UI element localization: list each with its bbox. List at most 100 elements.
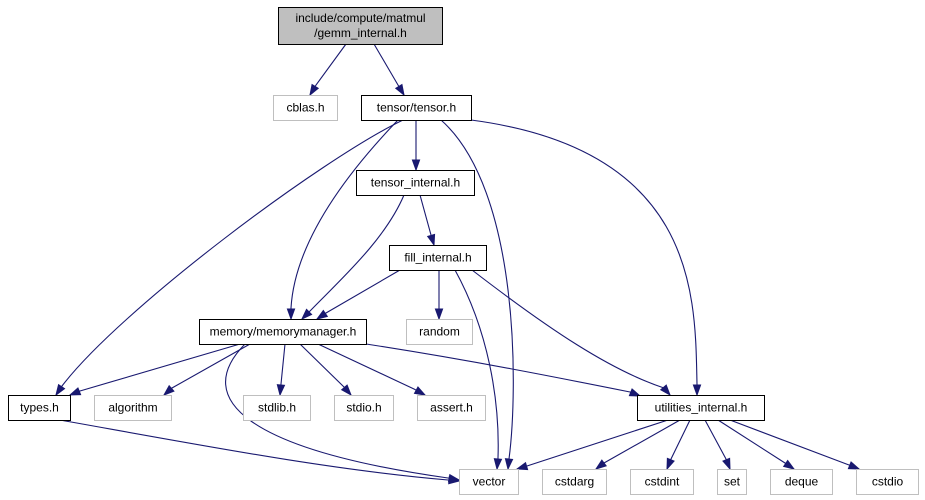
node-cstdio[interactable]: cstdio	[856, 469, 919, 495]
edge-fill_internal-to-memorymanager	[315, 269, 401, 320]
node-box	[356, 170, 475, 196]
node-box	[856, 469, 919, 495]
node-box	[278, 7, 443, 45]
edge-line	[55, 119, 404, 396]
edge-tensor-to-types	[55, 119, 404, 397]
arrowhead	[315, 309, 329, 320]
node-label: vector	[473, 475, 506, 489]
arrowhead	[692, 384, 702, 397]
node-fill-internal[interactable]: fill_internal.h	[389, 245, 487, 271]
edge-gemm-to-cblas	[309, 43, 347, 97]
edge-tensor-to-utilities_internal	[470, 119, 702, 397]
node-label: utilities_internal.h	[655, 401, 748, 415]
node-box	[630, 469, 694, 495]
arrowhead	[68, 387, 82, 396]
arrowhead	[666, 457, 675, 471]
edge-line	[299, 343, 352, 396]
node-label: stdlib.h	[258, 401, 296, 415]
arrowhead	[300, 308, 313, 321]
edge-line	[163, 343, 251, 396]
node-box	[273, 95, 338, 121]
edge-utilities_internal-to-cstdint	[666, 419, 691, 471]
node-box	[361, 95, 472, 121]
edge-line	[470, 119, 698, 395]
node-label: include/compute/matmul	[295, 11, 425, 25]
node-memorymanager[interactable]: memory/memorymanager.h	[199, 319, 367, 345]
edge-line	[225, 343, 460, 481]
node-box	[770, 469, 833, 495]
arrowhead	[722, 457, 731, 471]
node-types[interactable]: types.h	[8, 395, 71, 421]
edge-utilities_internal-to-vector	[515, 419, 669, 471]
node-label: random	[419, 325, 460, 339]
node-cstdint[interactable]: cstdint	[630, 469, 694, 495]
edge-utilities_internal-to-set	[704, 419, 731, 471]
node-deque[interactable]: deque	[770, 469, 833, 495]
edge-memorymanager-to-utilities_internal	[365, 343, 642, 397]
edge-tensor-to-tensor_internal	[411, 120, 421, 172]
node-box	[637, 395, 765, 421]
edge-gemm-to-tensor	[373, 43, 405, 97]
edge-line	[729, 419, 860, 470]
edge-memorymanager-to-assert	[317, 343, 427, 396]
edge-utilities_internal-to-cstdio	[729, 419, 861, 470]
arrowhead	[628, 388, 642, 397]
edge-line	[316, 269, 401, 320]
edge-line	[69, 343, 241, 396]
edges-layer	[55, 43, 861, 485]
node-cblas[interactable]: cblas.h	[273, 95, 338, 121]
arrowhead	[434, 308, 444, 321]
arrowhead	[340, 384, 352, 397]
node-gemm[interactable]: include/compute/matmul/gemm_internal.h	[278, 7, 443, 45]
node-stdio[interactable]: stdio.h	[334, 395, 394, 421]
node-box	[417, 395, 486, 421]
node-label: algorithm	[108, 401, 157, 415]
node-label: set	[724, 475, 741, 489]
arrowhead	[594, 459, 607, 470]
node-tensor-internal[interactable]: tensor_internal.h	[356, 170, 475, 196]
node-label: fill_internal.h	[404, 251, 471, 265]
edge-tensor-to-memorymanager	[286, 119, 399, 321]
node-label: deque	[785, 475, 819, 489]
node-cstdarg[interactable]: cstdarg	[542, 469, 607, 495]
node-vector[interactable]: vector	[459, 469, 519, 495]
arrowhead	[782, 459, 796, 470]
node-stdlib[interactable]: stdlib.h	[243, 395, 311, 421]
edge-line	[290, 119, 399, 319]
edge-tensor_internal-to-fill_internal	[419, 194, 436, 247]
arrowhead	[413, 386, 427, 396]
arrowhead	[286, 308, 296, 321]
node-label: assert.h	[430, 401, 473, 415]
node-box	[199, 319, 367, 345]
node-utilities-internal[interactable]: utilities_internal.h	[637, 395, 765, 421]
node-box	[459, 469, 519, 495]
edge-line	[440, 119, 514, 470]
node-set[interactable]: set	[717, 469, 747, 495]
node-tensor[interactable]: tensor/tensor.h	[361, 95, 472, 121]
arrowhead	[276, 384, 286, 397]
node-box	[542, 469, 607, 495]
node-algorithm[interactable]: algorithm	[94, 395, 172, 421]
node-random[interactable]: random	[406, 319, 473, 345]
edge-line	[59, 419, 460, 482]
node-assert[interactable]: assert.h	[417, 395, 486, 421]
arrowhead	[55, 383, 66, 397]
node-box	[389, 245, 487, 271]
edge-utilities_internal-to-cstdarg	[594, 419, 681, 470]
arrowhead	[515, 461, 529, 471]
edge-memorymanager-to-algorithm	[162, 343, 251, 396]
edge-line	[516, 419, 669, 470]
edge-line	[454, 269, 499, 470]
edge-line	[471, 269, 671, 396]
node-label: tensor/tensor.h	[377, 101, 456, 115]
node-label: memory/memorymanager.h	[210, 325, 357, 339]
arrowhead	[493, 458, 503, 471]
arrowhead	[847, 461, 861, 470]
node-label: cstdarg	[555, 475, 594, 489]
node-label: stdio.h	[346, 401, 381, 415]
node-box	[406, 319, 473, 345]
node-box	[717, 469, 747, 495]
node-box	[334, 395, 394, 421]
edge-tensor_internal-to-memorymanager	[300, 194, 405, 321]
